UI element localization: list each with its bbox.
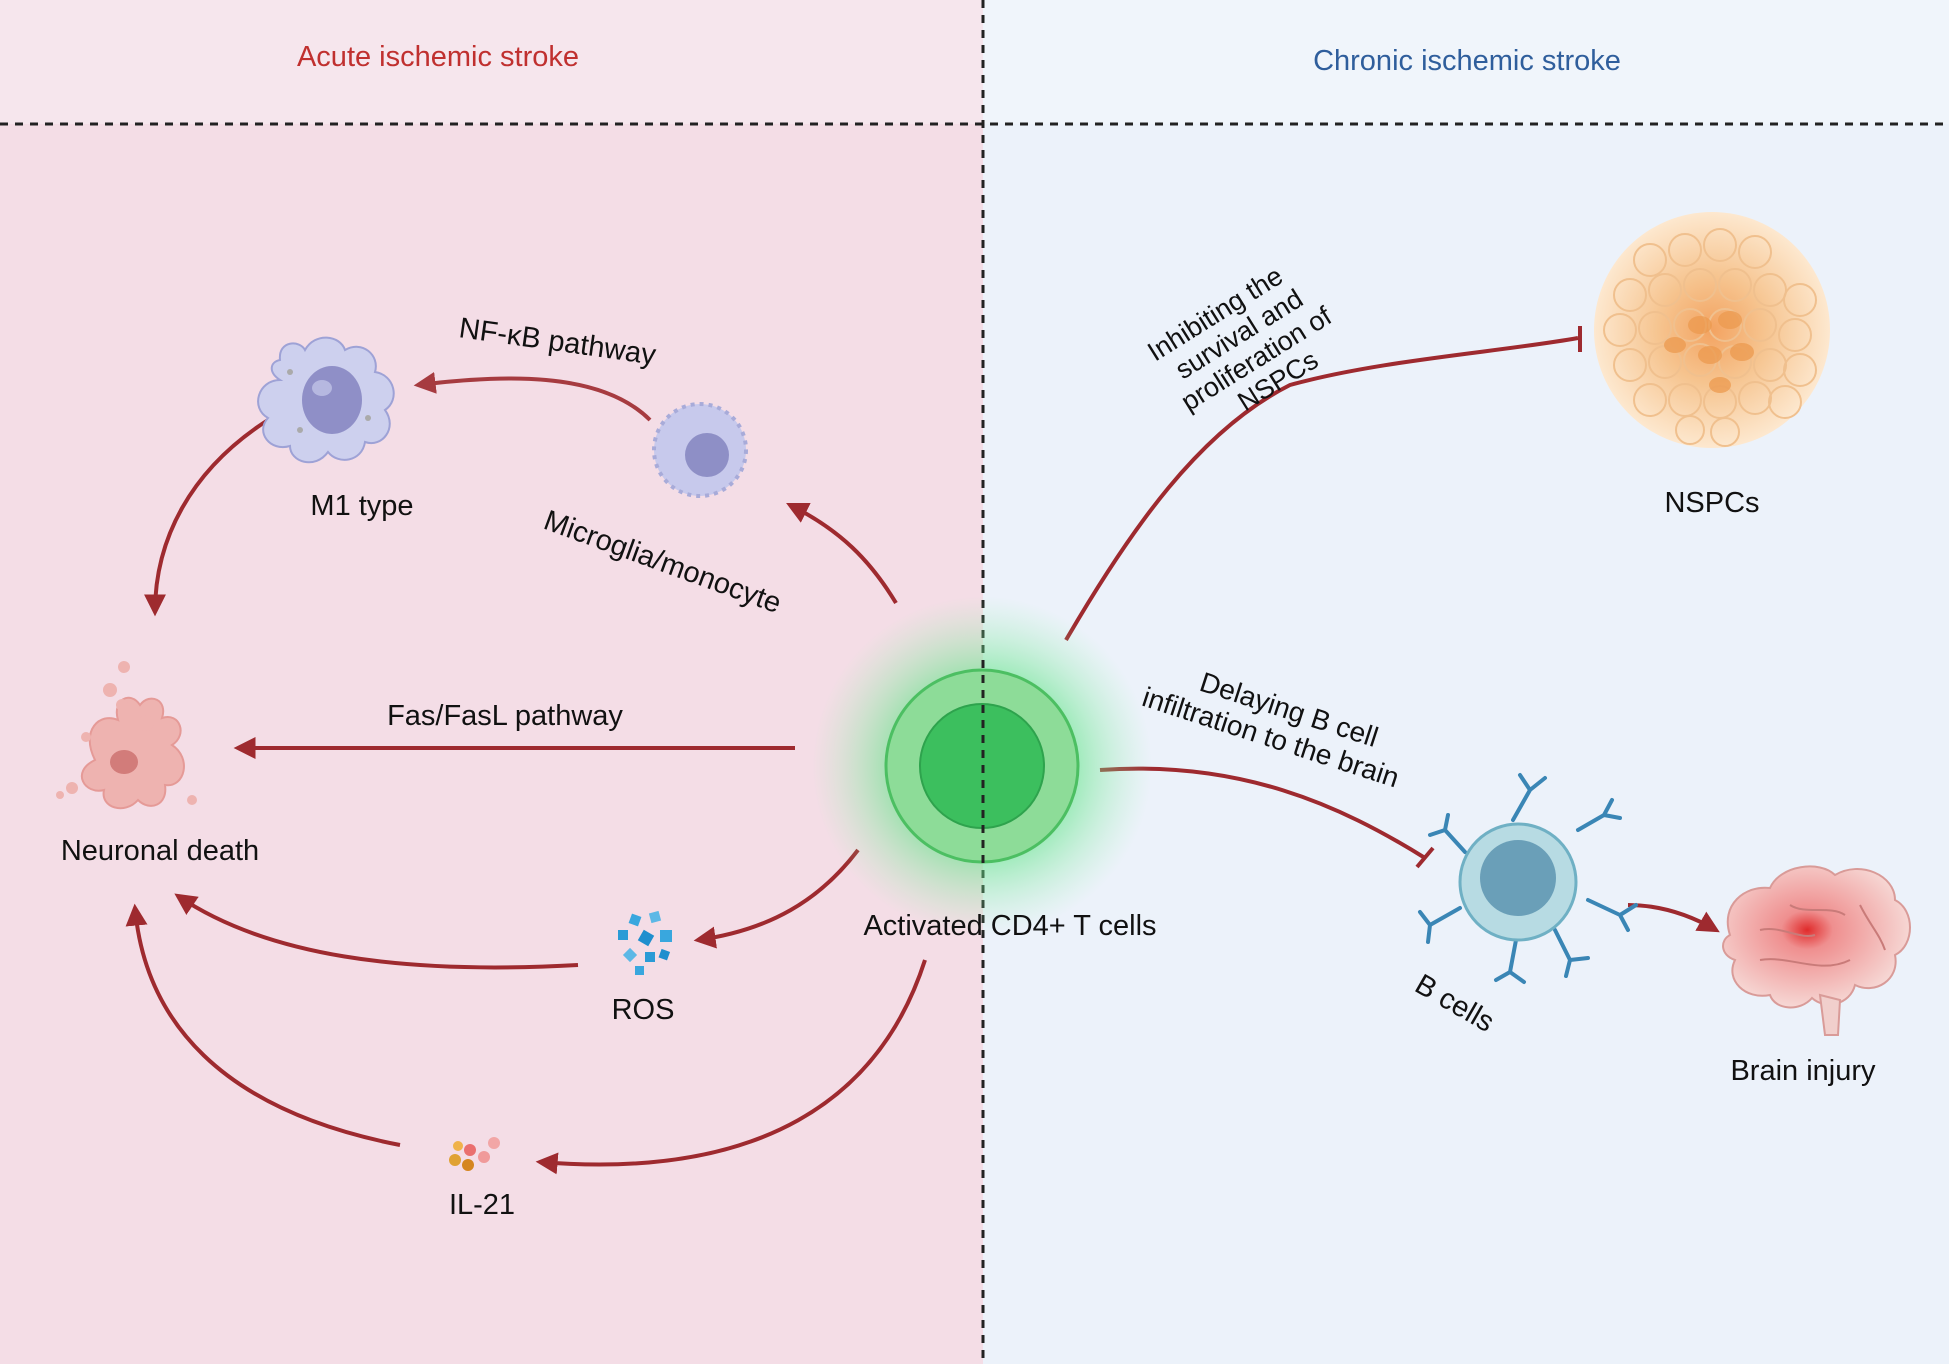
- ros-icon: [618, 910, 672, 975]
- arrow-ros-to-neuronal-death: [174, 893, 579, 970]
- chronic-stroke-title: Chronic ischemic stroke: [1313, 45, 1621, 77]
- arrow-m1-to-neuronal-death: [144, 418, 270, 617]
- microglia-icon: [652, 402, 748, 498]
- brain-injury-icon: [1722, 865, 1911, 1036]
- chronic-panel-background: [983, 0, 1949, 1364]
- b-cell-icon: [1418, 773, 1638, 984]
- il21-icon: [449, 1137, 500, 1171]
- nspcs-label: NSPCs: [1664, 487, 1759, 519]
- chronic-header-band: [983, 0, 1949, 124]
- cd4-t-cell-label: Activated CD4+ T cells: [863, 910, 1156, 942]
- acute-header-band: [0, 0, 983, 124]
- inhibit-line-bcells: [1099, 766, 1427, 860]
- m1-macrophage-icon: [257, 336, 395, 464]
- arrow-tcell-to-il21: [535, 959, 927, 1175]
- neuronal-death-icon: [56, 661, 197, 810]
- nspcs-icon: [1594, 212, 1830, 448]
- acute-stroke-title: Acute ischemic stroke: [297, 41, 579, 73]
- arrow-tcell-to-ros: [693, 848, 860, 949]
- m1-type-label: M1 type: [310, 490, 413, 522]
- arrow-il21-to-neuronal-death: [125, 903, 401, 1147]
- neuronal-death-label: Neuronal death: [61, 835, 259, 867]
- arrow-tcell-to-microglia: [786, 503, 898, 605]
- brain-injury-label: Brain injury: [1730, 1055, 1876, 1087]
- arrow-microglia-to-m1: [413, 371, 652, 422]
- inhibit-bar-bcells: [1415, 846, 1435, 869]
- acute-panel-background: [0, 0, 983, 1364]
- il21-label: IL-21: [449, 1189, 515, 1221]
- inhibit-line-nspcs: [1064, 336, 1579, 642]
- fas-pathway-label: Fas/FasL pathway: [387, 700, 623, 732]
- ros-label: ROS: [612, 994, 675, 1026]
